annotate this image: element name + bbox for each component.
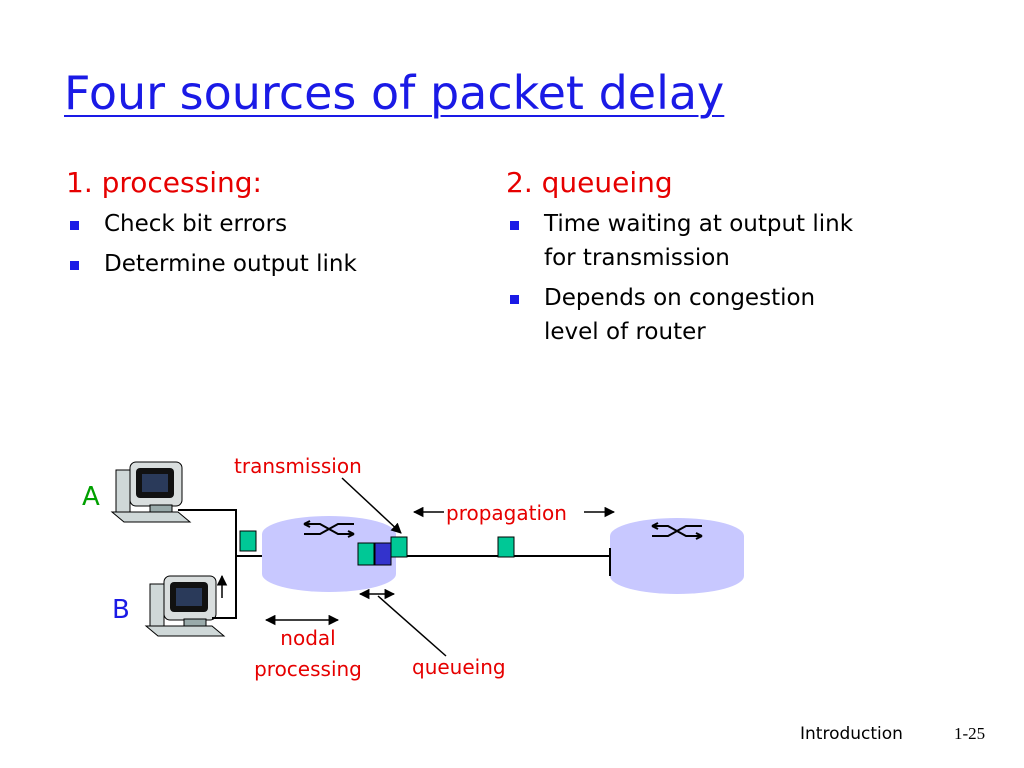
packet-icon xyxy=(390,536,408,558)
bullet-item: Depends on congestion level of router xyxy=(506,281,926,349)
processing-column: 1. processing: Check bit errors Determin… xyxy=(66,166,446,287)
processing-heading: 1. processing: xyxy=(66,166,262,199)
host-b-label: B xyxy=(112,595,130,625)
propagation-label: propagation xyxy=(446,501,567,525)
bullet-text: Time waiting at output link for transmis… xyxy=(544,211,854,271)
packet-icon xyxy=(497,536,515,558)
queueing-heading: 2. queueing xyxy=(506,166,673,199)
queueing-pointer xyxy=(377,595,447,657)
packet-icon xyxy=(374,542,392,566)
packet-icon xyxy=(239,530,257,552)
bullet-item: Determine output link xyxy=(66,247,446,281)
bullet-text: Determine output link xyxy=(104,251,357,277)
queueing-bullets: Time waiting at output link for transmis… xyxy=(506,207,926,349)
bullet-text: Check bit errors xyxy=(104,211,288,237)
square-bullet-icon xyxy=(510,221,519,230)
queueing-column: 2. queueing Time waiting at output link … xyxy=(506,166,926,355)
queueing-label: queueing xyxy=(412,655,506,679)
processing-label: processing xyxy=(254,657,362,681)
packet-icon xyxy=(357,542,375,566)
footer-section: Introduction xyxy=(800,724,903,744)
router-icon xyxy=(610,518,744,594)
bullet-item: Time waiting at output link for transmis… xyxy=(506,207,926,275)
access-link xyxy=(178,509,237,619)
transmission-pointer xyxy=(341,477,402,534)
processing-bullets: Check bit errors Determine output link xyxy=(66,207,446,281)
bullet-item: Check bit errors xyxy=(66,207,446,241)
square-bullet-icon xyxy=(510,295,519,304)
nodal-label: nodal xyxy=(280,626,335,650)
host-a-label: A xyxy=(82,482,100,512)
page-title: Four sources of packet delay xyxy=(64,66,725,120)
computer-icon xyxy=(110,461,192,523)
page-number: 1-25 xyxy=(954,724,986,743)
square-bullet-icon xyxy=(70,261,79,270)
computer-icon xyxy=(144,575,226,637)
transmission-label: transmission xyxy=(234,454,362,478)
bullet-text: Depends on congestion level of router xyxy=(544,285,816,345)
square-bullet-icon xyxy=(70,221,79,230)
